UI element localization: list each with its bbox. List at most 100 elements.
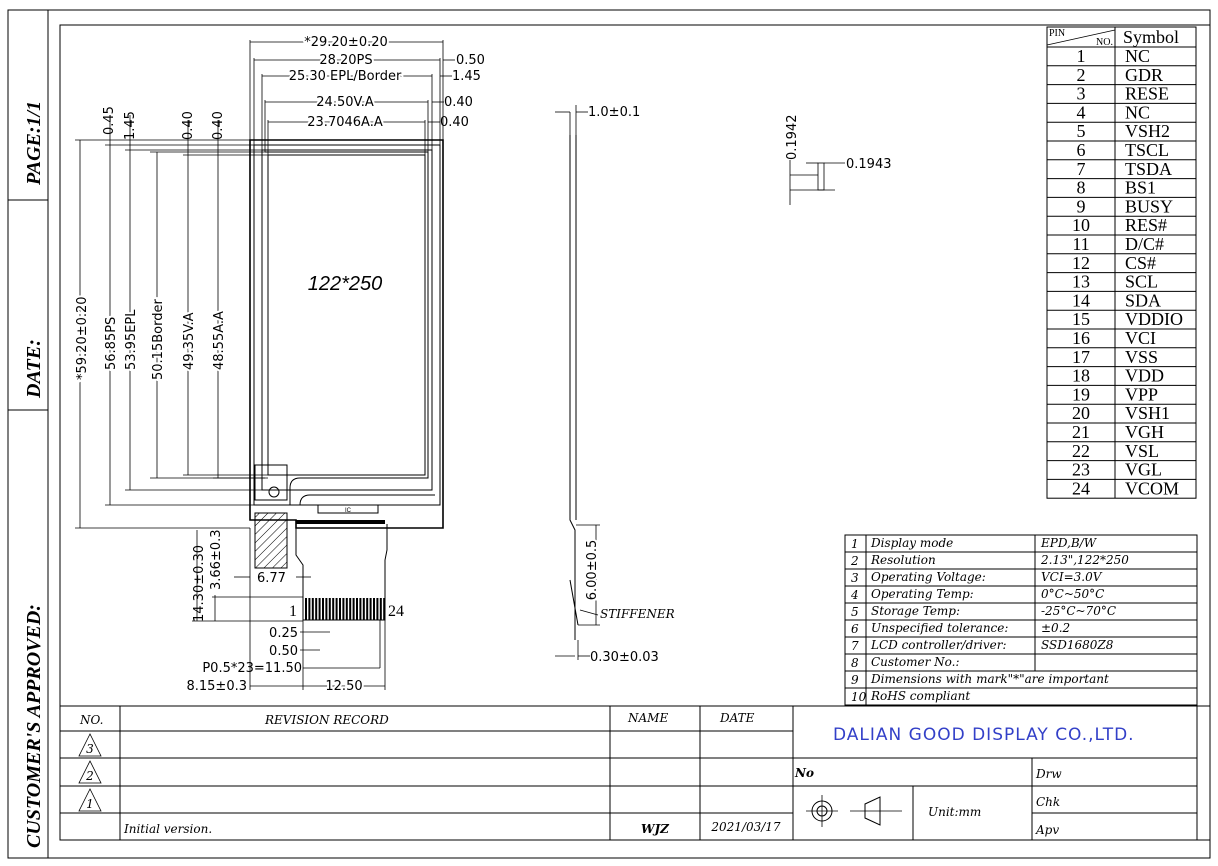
header-name: NAME — [627, 711, 668, 725]
fpc-pin — [328, 598, 331, 620]
pin-table-border — [1046, 26, 1197, 499]
pin-symbol: SCL — [1125, 272, 1158, 292]
pin-number: 22 — [1072, 441, 1090, 461]
pin-symbol: NC — [1125, 102, 1150, 122]
pin-first-label: 1 — [289, 603, 297, 620]
pin-number: 5 — [1077, 121, 1086, 141]
pin-number: 20 — [1072, 403, 1090, 423]
spec-number: 6 — [851, 622, 859, 636]
header-no: NO. — [79, 713, 103, 727]
dim-top-040-a: 0.40 — [181, 111, 196, 140]
pin-number: 13 — [1072, 272, 1090, 292]
dim-pitch-total: P0.5*23=11.50 — [202, 661, 302, 676]
dim-top-040-b: 0.40 — [211, 111, 226, 140]
pin-number: 12 — [1072, 253, 1090, 273]
dim-detail-b: 0.1943 — [846, 157, 892, 172]
spec-value: 0°C~50°C — [1041, 587, 1104, 601]
ic-label: IC — [345, 508, 352, 514]
dim-fpc-left: 8.15±0.3 — [186, 679, 247, 694]
spec-value: SSD1680Z8 — [1041, 638, 1114, 652]
pin-number: 7 — [1077, 159, 1086, 179]
pin-number: 3 — [1077, 84, 1086, 104]
pin-number: 18 — [1072, 366, 1090, 386]
dim-fpc-width: 12.50 — [325, 679, 362, 694]
pin-row: 19 VPP — [1047, 384, 1196, 404]
fpc-pin — [335, 598, 338, 620]
unit-label: Unit:mm — [928, 805, 981, 819]
pin-number: 23 — [1072, 460, 1090, 480]
pin-number: 21 — [1072, 422, 1090, 442]
fpc-pin — [342, 598, 345, 620]
fpc-pin — [345, 598, 348, 620]
dim-height-va: 49.35V.A — [182, 312, 197, 370]
dim-pin-width: 0.25 — [269, 626, 298, 641]
pin-symbol: BUSY — [1125, 196, 1173, 216]
fpc-pin — [349, 598, 352, 620]
date-label: DATE: — [23, 339, 45, 399]
spec-value: 2.13",122*250 — [1040, 553, 1129, 567]
pin-number: 15 — [1072, 309, 1090, 329]
pin-symbol: VSS — [1125, 347, 1158, 367]
dim-width-aa: 23.7046A.A — [307, 115, 383, 130]
dim-height-total: *59.20±0.20 — [75, 296, 90, 380]
pin-number: 16 — [1072, 328, 1090, 348]
no-header: NO. — [1096, 37, 1113, 48]
spec-label: Operating Temp: — [871, 587, 974, 601]
revision-triangle-icon — [78, 760, 102, 784]
revision-row: 3 — [78, 733, 102, 757]
pin-header: PIN — [1049, 28, 1065, 39]
fpc-pin — [356, 598, 358, 620]
spec-number: 4 — [850, 588, 859, 602]
dim-fpc-length: 14.30±0.30 — [192, 545, 207, 622]
revision-number: 2 — [85, 769, 94, 783]
spec-number: 9 — [851, 673, 859, 687]
fpc-pin — [373, 598, 375, 620]
pin-number: 14 — [1072, 290, 1090, 310]
drawn-by-label: Drw — [1035, 767, 1062, 781]
spec-number: 8 — [851, 656, 859, 670]
fpc-pin — [318, 598, 321, 620]
dim-stiffener-length: 6.00±0.5 — [585, 540, 600, 601]
pin-symbol: TSCL — [1125, 140, 1169, 160]
revision-date: 2021/03/17 — [710, 820, 781, 834]
company-name: DALIAN GOOD DISPLAY CO.,LTD. — [833, 725, 1135, 745]
pin-symbol: VPP — [1125, 384, 1158, 404]
header-revision-record: REVISION RECORD — [264, 713, 389, 727]
fpc-pin — [315, 598, 318, 620]
revision-number: 1 — [86, 797, 94, 811]
fpc-pin — [369, 598, 372, 620]
fpc-pin — [332, 598, 335, 620]
drawing-no-label: No — [794, 766, 814, 780]
dim-height-ps: 56.85PS — [104, 317, 119, 370]
revision-name: WJZ — [641, 822, 670, 836]
pin-number: 19 — [1072, 384, 1090, 404]
pin-number: 11 — [1072, 234, 1089, 254]
spec-number: 5 — [851, 605, 859, 619]
spec-label: Resolution — [870, 553, 936, 567]
dim-thickness: 1.0±0.1 — [588, 105, 640, 120]
pin-symbol: RESE — [1125, 84, 1169, 104]
pin-symbol: VDD — [1125, 366, 1164, 386]
spec-label: Dimensions with mark"*"are important — [870, 672, 1109, 686]
pin-last-label: 24 — [388, 603, 404, 620]
spec-label: Customer No.: — [871, 655, 960, 669]
spec-label: Unspecified tolerance: — [871, 621, 1008, 635]
dim-pin-pitch: 0.50 — [269, 644, 298, 659]
spec-row: 8 Customer No.: — [845, 653, 1197, 671]
checked-by-label: Chk — [1036, 795, 1060, 809]
fpc-pin — [308, 598, 311, 620]
fpc-pin — [339, 598, 341, 620]
